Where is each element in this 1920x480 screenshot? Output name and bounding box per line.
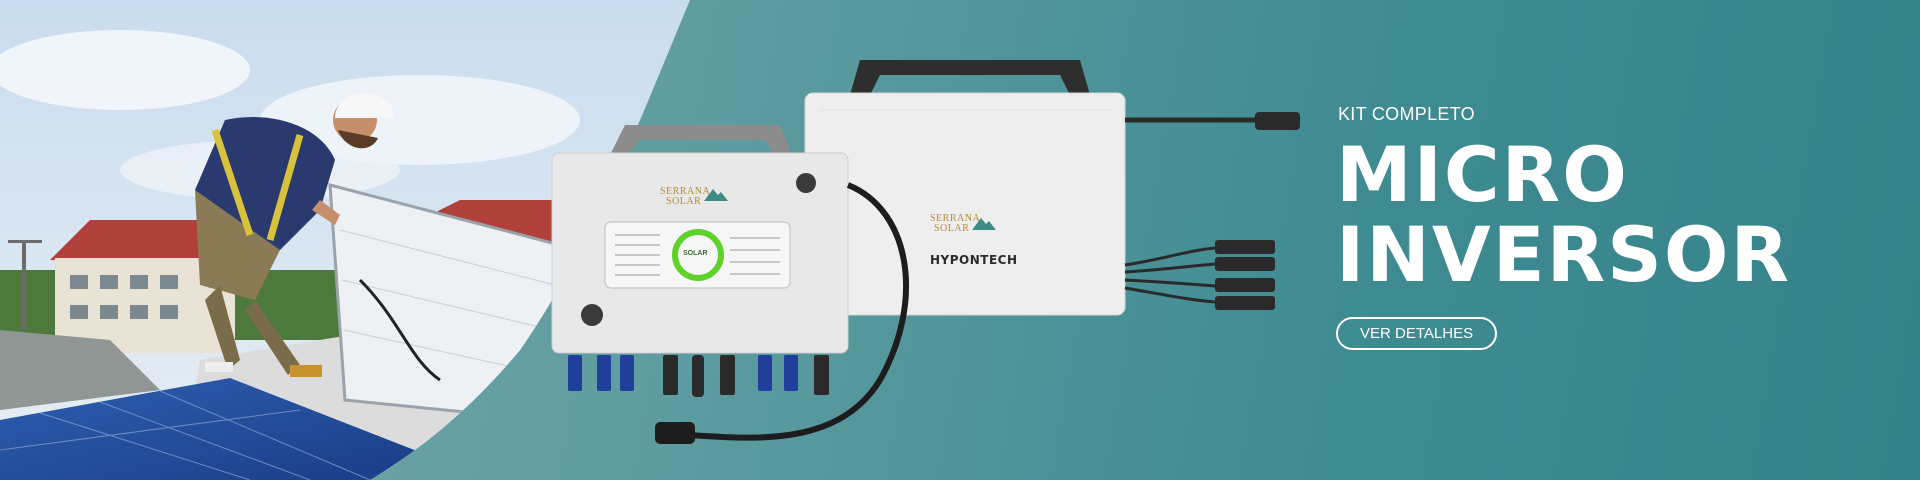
back-brand-logo: SERRANA SOLAR — [930, 214, 1010, 234]
headline: MICRO INVERSOR — [1336, 135, 1791, 295]
back-inverter — [804, 60, 1300, 316]
display-text: SOLAR — [683, 250, 708, 257]
ver-detalhes-button[interactable]: VER DETALHES — [1336, 317, 1498, 350]
kicker-text: KIT COMPLETO — [1338, 104, 1475, 124]
promo-copy: KIT COMPLETO MICRO INVERSOR VER DETALHES — [1336, 104, 1791, 350]
mountain-icon — [972, 218, 996, 230]
headline-line-1: MICRO — [1336, 130, 1629, 219]
back-brand-line2: SOLAR — [934, 223, 970, 234]
back-model-label: HYPONTECH — [930, 253, 1018, 267]
front-brand-logo: SERRANA SOLAR — [660, 187, 740, 207]
front-brand-line2: SOLAR — [666, 196, 702, 207]
mountain-icon — [704, 189, 728, 201]
back-brand-line1: SERRANA — [930, 213, 981, 224]
headline-line-2: INVERSOR — [1336, 210, 1792, 299]
front-inverter — [551, 125, 909, 444]
front-brand-line1: SERRANA — [660, 186, 711, 197]
